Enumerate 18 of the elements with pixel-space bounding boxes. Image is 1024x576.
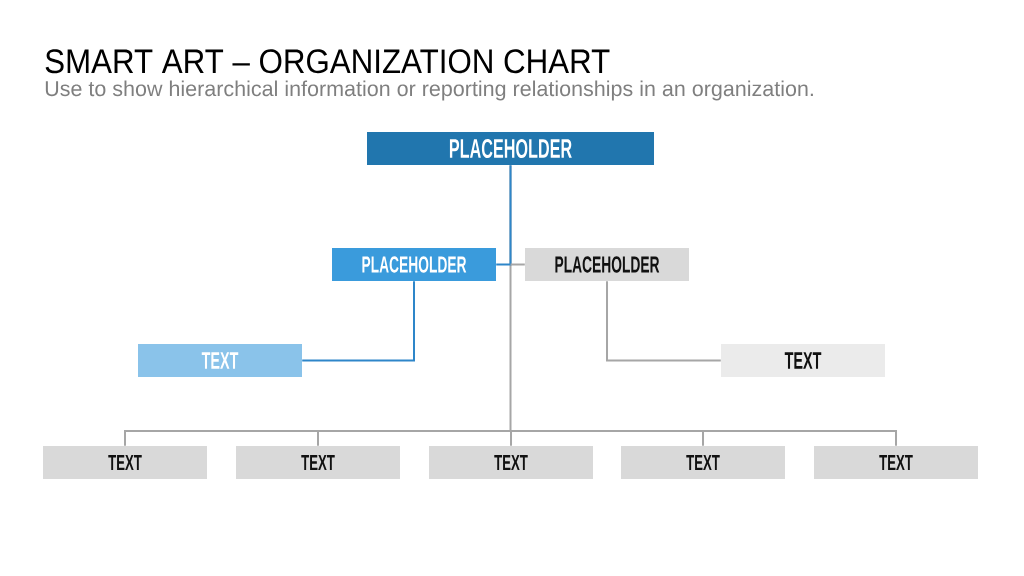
org-chart-box: TEXT — [621, 446, 785, 479]
title: SMART ART – ORGANIZATION CHART — [45, 49, 610, 74]
org-chart-box: TEXT — [138, 344, 302, 377]
org-chart-box: PLACEHOLDER — [367, 132, 654, 165]
connector-line — [301, 280, 415, 362]
org-chart-box: TEXT — [721, 344, 885, 377]
connector-line — [606, 280, 722, 362]
org-chart-box: PLACEHOLDER — [332, 248, 496, 281]
org-chart-box: PLACEHOLDER — [525, 248, 689, 281]
org-chart-box: TEXT — [43, 446, 207, 479]
org-chart-box: TEXT — [429, 446, 593, 479]
subtitle: Use to show hierarchical information or reporting relationships in an organization. — [45, 80, 813, 101]
org-chart-box: TEXT — [236, 446, 400, 479]
connector-line — [509, 430, 512, 447]
connector-line — [509, 263, 526, 266]
connector-line — [495, 164, 512, 266]
connector-line — [317, 430, 512, 447]
org-chart-box: TEXT — [814, 446, 978, 479]
